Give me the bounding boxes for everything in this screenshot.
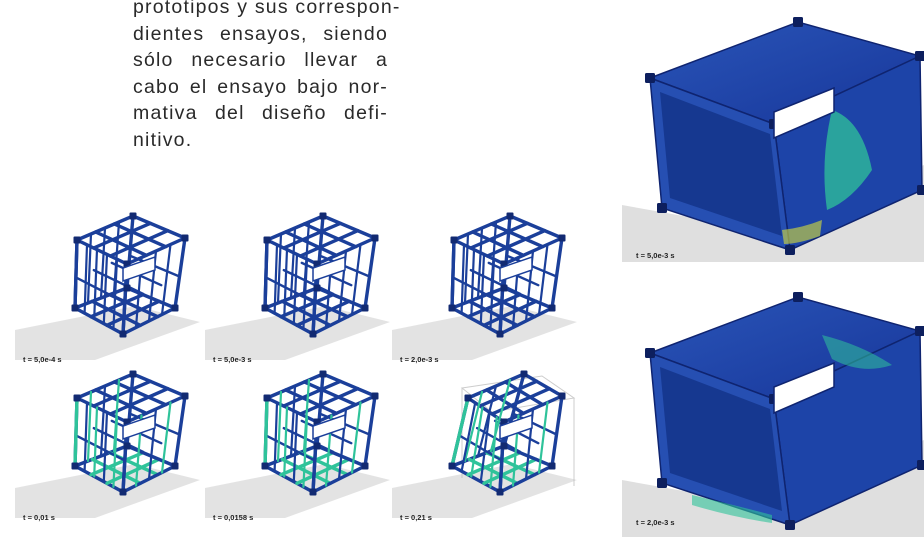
frame-figure: t = 0,21 s xyxy=(392,370,577,522)
container-figure: t = 2,0e-3 s xyxy=(622,292,924,537)
time-label: t = 0,01 s xyxy=(23,513,55,522)
frame-figure: t = 0,01 s xyxy=(15,370,200,522)
frame-simulation-panel: t = 0,0158 s xyxy=(205,368,390,528)
frame-simulation-panel: t = 2,0e-3 s xyxy=(392,210,577,370)
frame-figure: t = 5,0e-4 s xyxy=(15,212,200,364)
time-label: t = 0,21 s xyxy=(400,513,432,522)
time-label: t = 0,0158 s xyxy=(213,513,253,522)
paragraph-line-1: prototipos y sus correspon- xyxy=(133,0,401,18)
frame-simulation-panel: t = 5,0e-3 s xyxy=(205,210,390,370)
frame-figure: t = 0,0158 s xyxy=(205,370,390,522)
paragraph-line-3: sólo necesario llevar a xyxy=(133,49,388,72)
time-label: t = 5,0e-3 s xyxy=(636,251,675,260)
frame-figure: t = 5,0e-3 s xyxy=(205,212,390,364)
frame-simulation-panel: t = 5,0e-4 s xyxy=(15,210,200,370)
paragraph-line-6: nitivo. xyxy=(133,128,193,151)
paragraph-line-2: dientes ensayos, siendo xyxy=(133,22,388,45)
frame-simulation-panel: t = 0,21 s xyxy=(392,368,577,528)
time-label: t = 2,0e-3 s xyxy=(636,518,675,527)
container-simulation-panel: t = 5,0e-3 s xyxy=(622,0,924,262)
time-label: t = 5,0e-4 s xyxy=(23,355,62,364)
paragraph-line-5: mativa del diseño defi- xyxy=(133,102,388,125)
paragraph-line-4: cabo el ensayo bajo nor- xyxy=(133,75,388,98)
time-label: t = 5,0e-3 s xyxy=(213,355,252,364)
container-figure: t = 5,0e-3 s xyxy=(622,17,924,262)
container-simulation-panel: t = 2,0e-3 s xyxy=(622,275,924,537)
frame-simulation-panel: t = 0,01 s xyxy=(15,368,200,528)
body-paragraph: prototipos y sus correspon- dientes ensa… xyxy=(133,0,401,154)
time-label: t = 2,0e-3 s xyxy=(400,355,439,364)
frame-figure: t = 2,0e-3 s xyxy=(392,212,577,364)
